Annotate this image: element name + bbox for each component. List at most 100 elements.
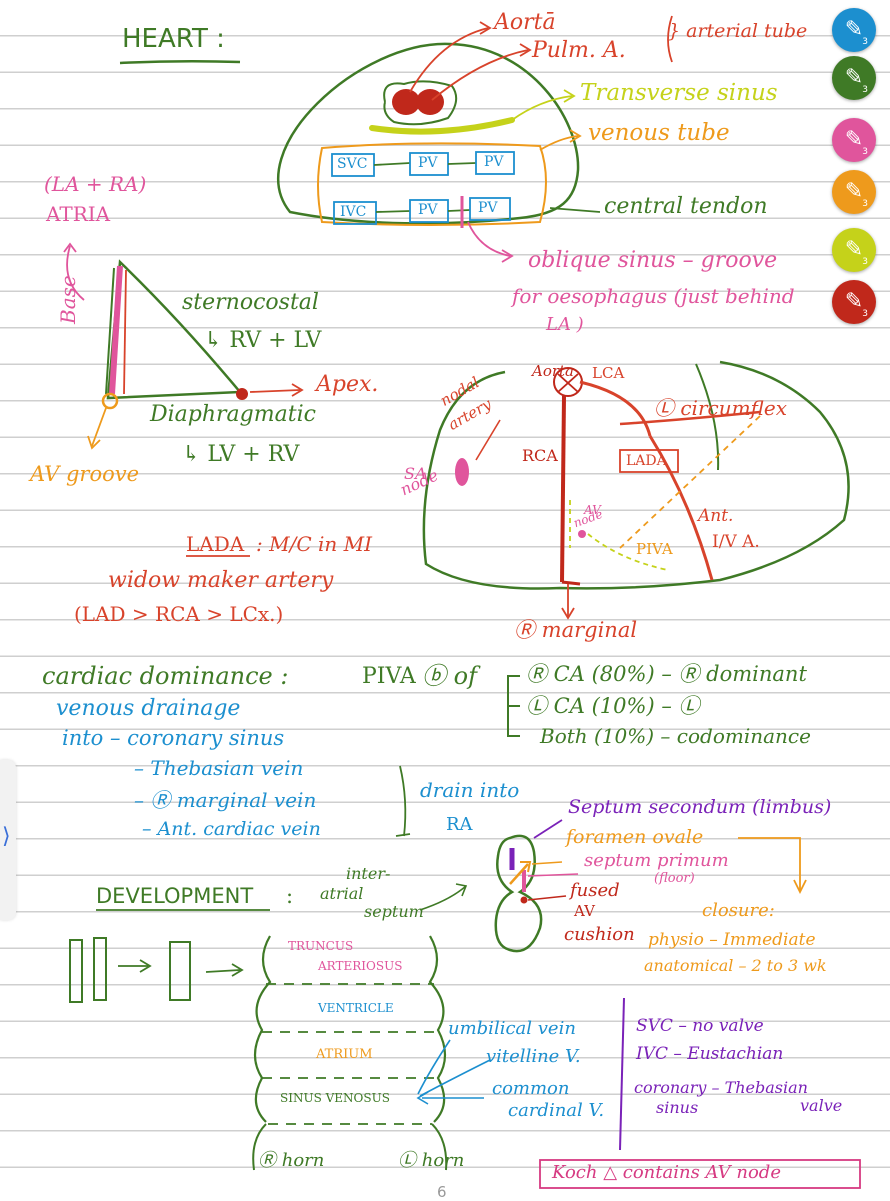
label-oblique-sinus-2: for oesophagus (just behind	[512, 284, 795, 308]
label-atria: ATRIA	[46, 202, 111, 226]
label-oblique-sinus-3: LA )	[546, 314, 584, 335]
label-av-groove: AV groove	[30, 462, 140, 486]
label-central-tendon: central tendon	[604, 194, 768, 219]
label-arterial-tube: } arterial tube	[668, 20, 808, 42]
pencil-icon: ✎	[844, 65, 864, 90]
pericardium-outline	[276, 42, 580, 225]
heart-tube-segments	[253, 935, 447, 1123]
venous-tube-outline	[317, 142, 547, 226]
label-sternocostal: sternocostal	[182, 290, 319, 315]
pen-count: 3	[862, 85, 868, 95]
valve-coronary-sinus: sinus	[656, 1098, 699, 1117]
segment-truncus-1: TRUNCUS	[288, 939, 354, 953]
pen-tool-orange[interactable]: ✎ 3	[832, 170, 876, 214]
development-title: DEVELOPMENT	[96, 884, 254, 908]
box-pv-1: PV	[418, 155, 438, 171]
pencil-icon: ✎	[844, 289, 864, 314]
venous-line-5: – Ant. cardiac vein	[142, 818, 321, 840]
box-svc: SVC	[337, 156, 368, 172]
lada-mi: : M/C in MI	[256, 532, 372, 556]
label-pulmonary-artery: Pulm. A.	[532, 38, 626, 63]
label-inter: inter-	[346, 864, 391, 883]
label-av-cushion-av: AV	[574, 902, 595, 920]
label-common: common	[492, 1078, 570, 1099]
pencil-icon: ✎	[844, 179, 864, 204]
label-atrial: atrial	[320, 884, 364, 903]
pen-count: 3	[862, 309, 868, 319]
label-av: AV	[584, 503, 601, 517]
koch-triangle-note: Koch △ contains AV node	[552, 1162, 781, 1183]
venous-line-1: venous drainage	[56, 696, 241, 721]
title-underline	[119, 59, 241, 65]
label-apex: Apex.	[316, 372, 379, 397]
dominance-left: Ⓛ CA (10%) – Ⓛ	[526, 694, 700, 718]
septum-figure	[494, 834, 543, 953]
pen-count: 3	[862, 147, 868, 157]
label-foramen-ovale: foramen ovale	[566, 826, 704, 848]
paired-tube-left	[69, 939, 83, 1003]
label-r-marginal: Ⓡ marginal	[514, 618, 638, 642]
segment-sinus-venosus: SINUS VENOSUS	[280, 1091, 390, 1105]
label-l-horn: Ⓛ horn	[398, 1150, 465, 1171]
label-umbilical-vein: umbilical vein	[448, 1018, 576, 1039]
apex-point	[236, 388, 248, 400]
heart-title: HEART :	[122, 24, 225, 54]
pen-tool-yellow-green[interactable]: ✎ 3	[832, 228, 876, 272]
box-pv-4: PV	[478, 200, 498, 216]
label-la-ra: (LA + RA)	[44, 172, 147, 196]
label-physio: physio – Immediate	[648, 930, 816, 950]
venous-line-4: – Ⓡ marginal vein	[134, 788, 317, 812]
pencil-icon: ✎	[844, 17, 864, 42]
av-groove-point	[101, 392, 119, 410]
label-vitelline-vein: vitelline V.	[486, 1046, 581, 1067]
label-rca: RCA	[522, 446, 558, 465]
paired-tube-right	[93, 937, 107, 1001]
transverse-sinus-line	[369, 117, 515, 135]
label-sa: SA	[404, 464, 427, 483]
page-number: 6	[437, 1183, 447, 1201]
label-venous-tube: venous tube	[588, 120, 730, 146]
dominance-right: Ⓡ CA (80%) – Ⓡ dominant	[526, 662, 807, 686]
label-septum-primum: septum primum	[584, 850, 729, 871]
segment-atrium: ATRIUM	[316, 1047, 373, 1062]
box-pv-2: PV	[484, 154, 504, 170]
valve-svc: SVC – no valve	[636, 1016, 764, 1036]
label-fused: fused	[570, 880, 620, 901]
pen-tool-pink[interactable]: ✎ 3	[832, 118, 876, 162]
valve-thebasian: valve	[800, 1096, 843, 1115]
koch-box	[539, 1159, 861, 1189]
sidebar-toggle-tab[interactable]: ⟩	[0, 760, 16, 920]
dominance-both: Both (10%) – codominance	[540, 724, 811, 748]
label-transverse-sinus: Transverse sinus	[580, 80, 778, 106]
pen-tool-green[interactable]: ✎ 3	[832, 56, 876, 100]
label-circumflex: Ⓛ circumflex	[654, 396, 788, 420]
lada-order: (LAD > RCA > LCx.)	[74, 602, 284, 626]
valve-coronary: coronary – Thebasian	[634, 1078, 808, 1097]
label-anatomical: anatomical – 2 to 3 wk	[644, 956, 827, 975]
label-aorta: Aortā	[494, 10, 556, 35]
fused-tube	[169, 941, 191, 1001]
label-oblique-sinus-1: oblique sinus – groove	[528, 248, 778, 273]
pen-tool-red[interactable]: ✎ 3	[832, 280, 876, 324]
label-lada-box: LADA	[626, 453, 667, 469]
pen-count: 3	[862, 37, 868, 47]
label-septum: septum	[364, 902, 424, 921]
label-closure: closure:	[702, 900, 775, 921]
label-coronary-aorta: Aorta	[532, 362, 575, 380]
rca-line	[560, 395, 566, 583]
venous-line-3: – Thebasian vein	[134, 756, 304, 780]
valve-ivc: IVC – Eustachian	[636, 1044, 784, 1064]
label-r-horn: Ⓡ horn	[258, 1150, 325, 1171]
label-cushion: cushion	[564, 924, 635, 945]
label-lca: LCA	[592, 364, 625, 382]
venous-drain-into: drain into	[420, 778, 520, 802]
box-pv-3: PV	[418, 202, 438, 218]
pen-count: 3	[862, 257, 868, 267]
label-ant: Ant.	[698, 506, 734, 526]
pen-tool-blue[interactable]: ✎ 3	[832, 8, 876, 52]
label-lv-rv: ↳ LV + RV	[182, 442, 300, 467]
heart-surface-triangle	[106, 259, 243, 400]
label-diaphragmatic: Diaphragmatic	[150, 402, 316, 427]
sa-node-point	[455, 458, 469, 486]
